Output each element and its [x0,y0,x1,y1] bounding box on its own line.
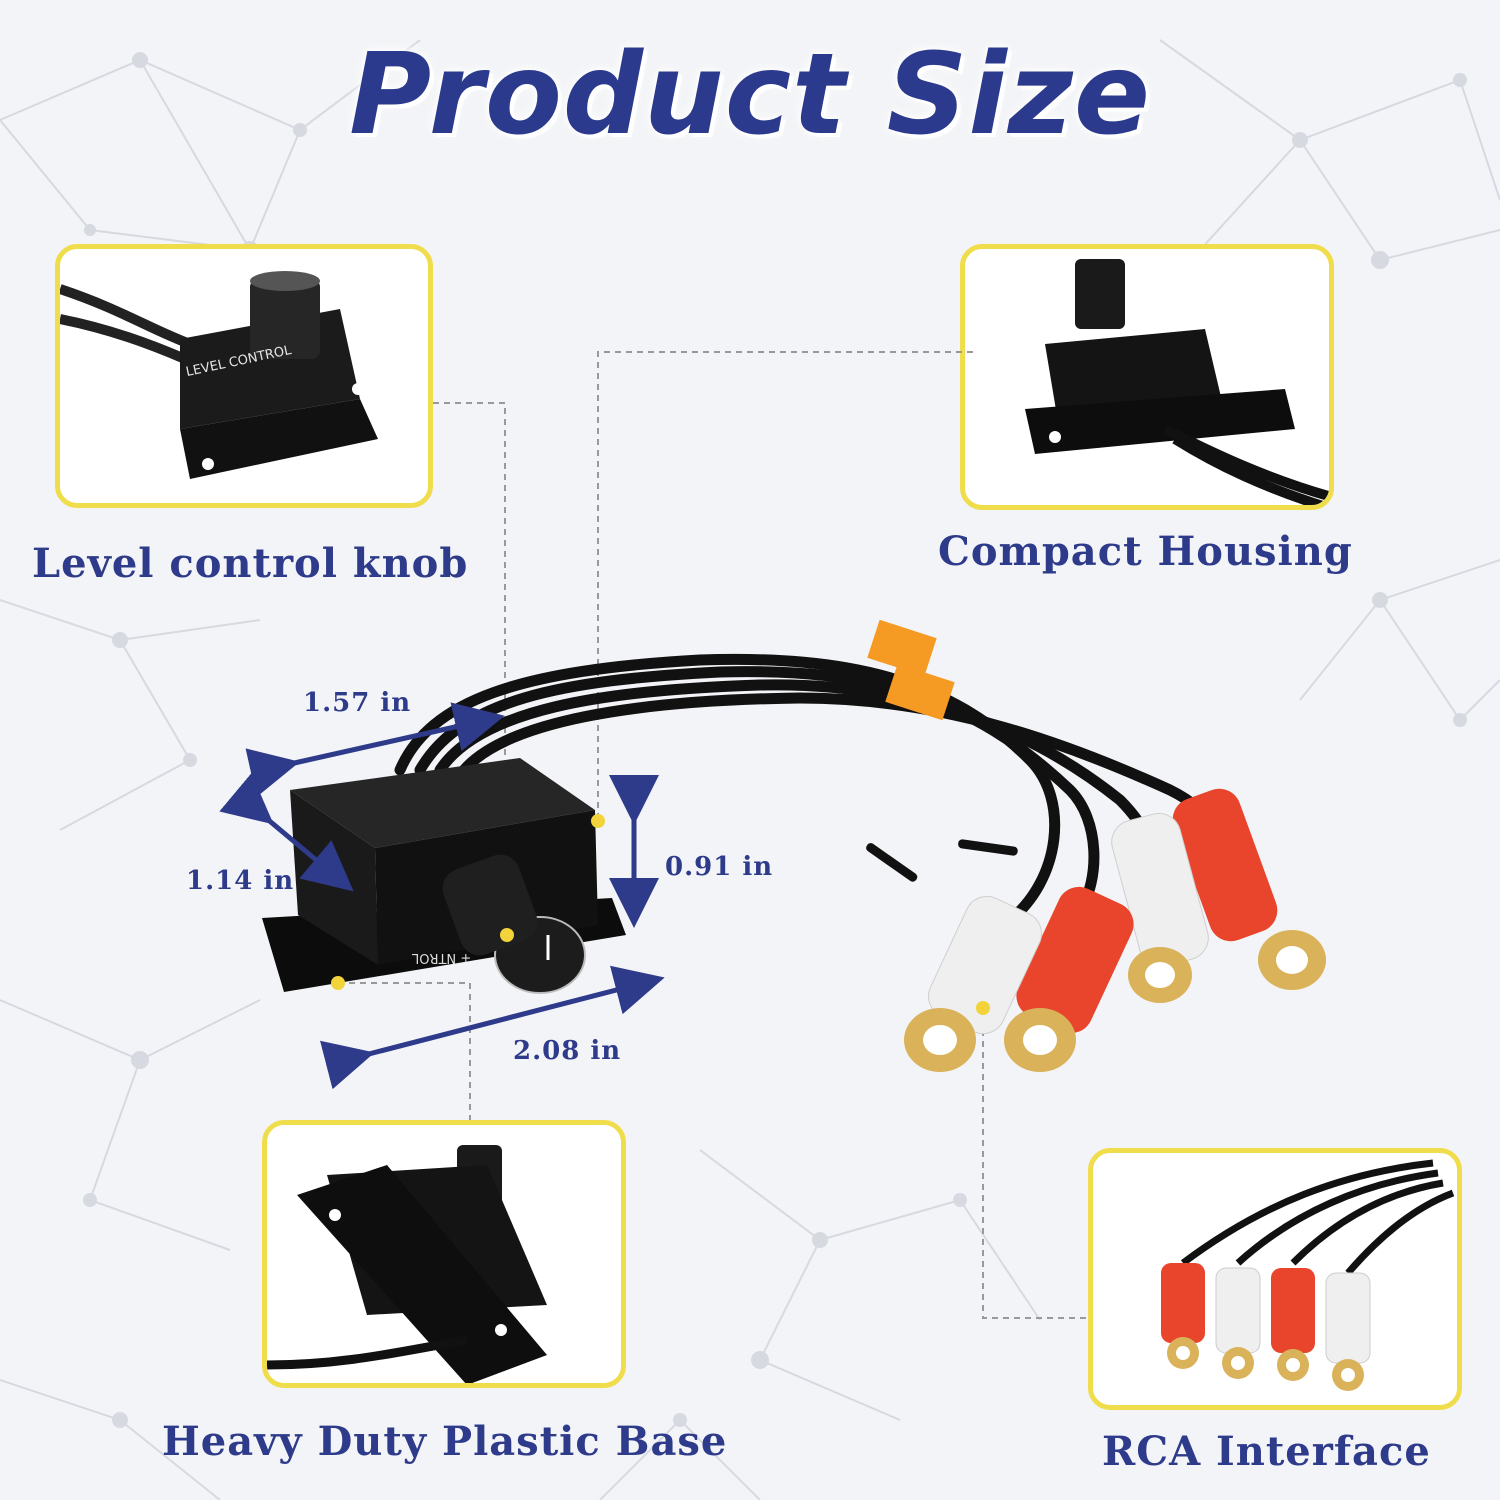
inset-heavy-duty-base [262,1120,626,1388]
inset-compact-housing [960,244,1334,510]
dimension-length-label: 1.57 in [303,688,412,718]
caption-rca-interface: RCA Interface [1102,1428,1431,1475]
base-closeup-image [267,1145,547,1383]
page-title: Product Size [349,30,1151,160]
rca-connectors-image [1161,1159,1455,1391]
main-knob-label: + NTROL [412,950,472,965]
inset-level-control-knob: LEVEL CONTROL [55,244,433,508]
caption-level-control-knob: Level control knob [32,540,469,587]
housing-closeup-image [1025,259,1329,505]
dimension-height-label: 0.91 in [665,852,774,882]
dimension-width-label: 1.14 in [186,866,295,896]
inset-rca-interface [1088,1148,1462,1410]
caption-compact-housing: Compact Housing [938,528,1353,575]
caption-heavy-duty-base: Heavy Duty Plastic Base [162,1418,728,1465]
level-knob-closeup-image [60,271,378,479]
dimension-base-length-label: 2.08 in [513,1036,622,1066]
